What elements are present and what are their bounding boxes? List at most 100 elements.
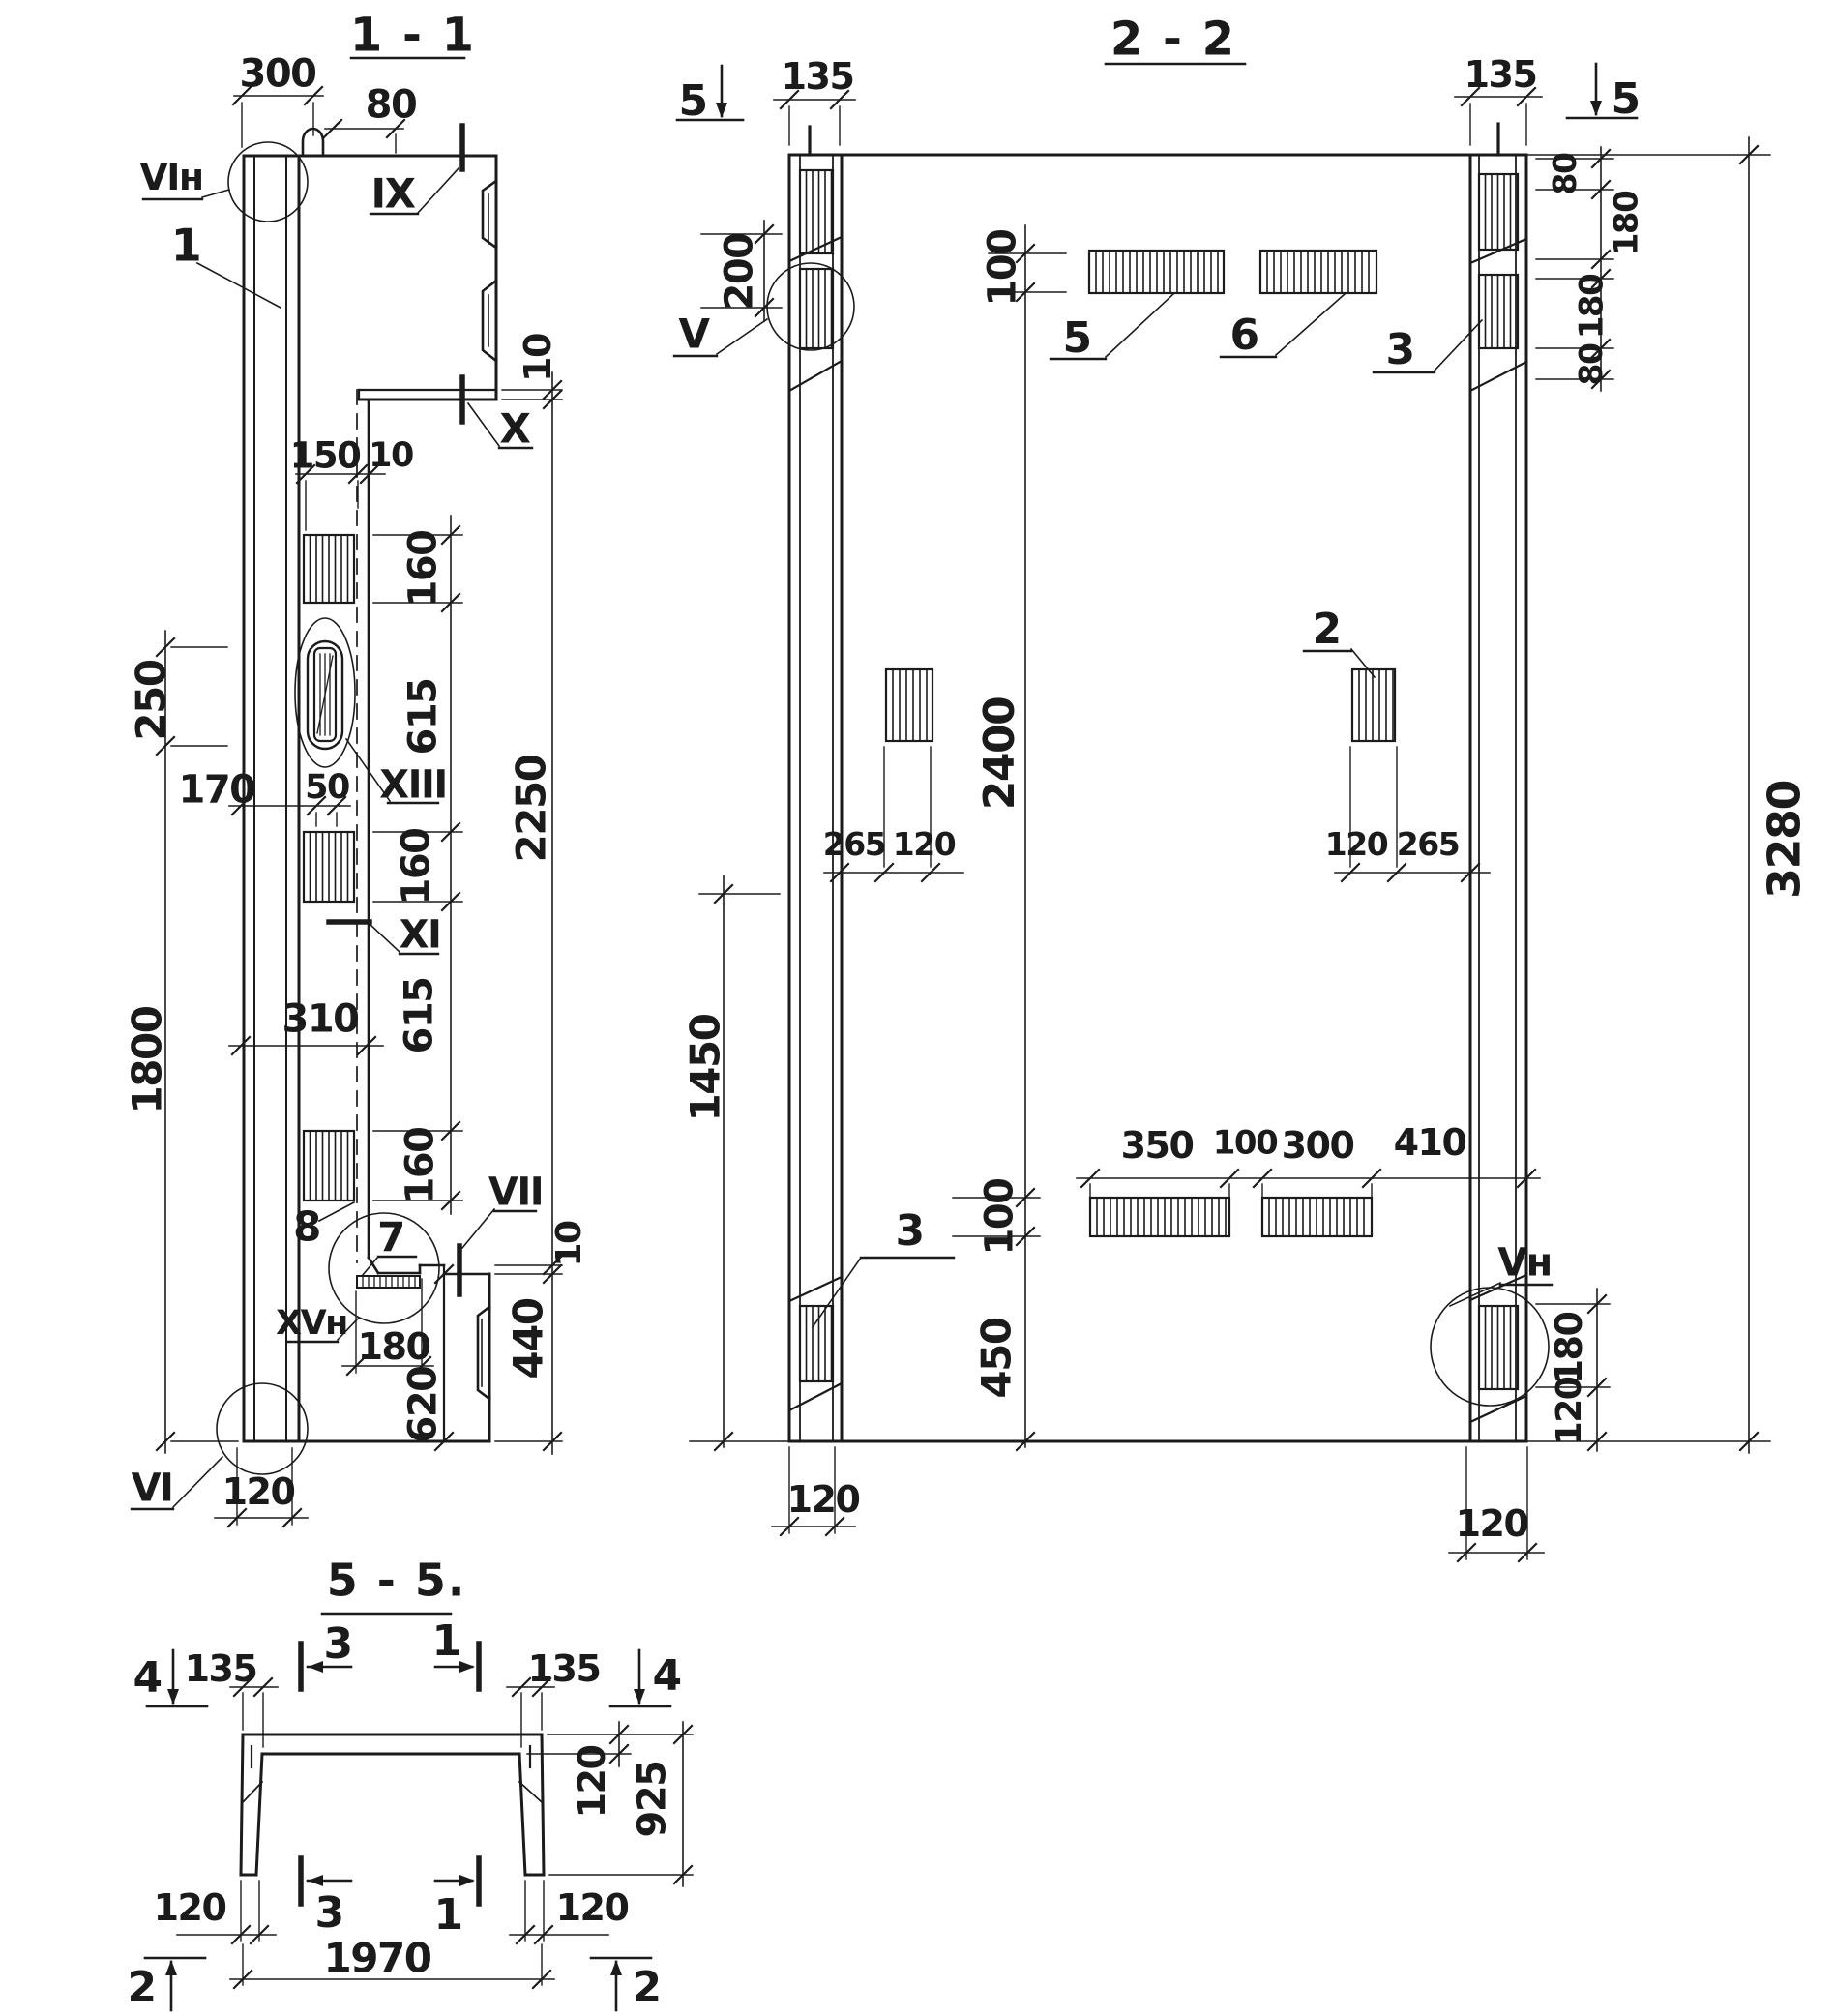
label-section-xiii: XIII	[379, 763, 447, 808]
rebar-bar-5	[1087, 249, 1226, 295]
label-section-xv-n: XVн	[276, 1304, 347, 1343]
section-mark-5-label: 5	[678, 76, 706, 126]
support-plate-7	[356, 1275, 421, 1289]
label-section-x: X	[500, 404, 531, 452]
dim-tick	[1219, 1168, 1240, 1189]
dim-10: 10	[549, 1221, 589, 1267]
post-anchor-hatch-outline	[798, 1304, 835, 1383]
dim-310: 310	[282, 997, 359, 1042]
section-mark-2-label: 2	[127, 1963, 155, 2012]
label-leader	[1448, 1281, 1502, 1308]
edge-notch	[481, 279, 498, 363]
dim-160: 160	[401, 531, 446, 608]
drawing-line	[254, 1752, 264, 1877]
dim-tick	[1460, 86, 1481, 107]
view-5-5-title: 5 - 5.	[327, 1555, 467, 1607]
label-leader	[201, 189, 230, 198]
rebar-bar-low-outline	[1088, 1196, 1231, 1238]
section-arrow-head	[634, 1689, 645, 1705]
section-arrow-head	[165, 1960, 177, 1975]
dim-tick	[347, 463, 369, 485]
dim-250: 250	[127, 660, 174, 740]
dim-tick	[1516, 86, 1537, 107]
dim-tick	[231, 85, 252, 106]
dim-180: 180	[1608, 191, 1646, 255]
section-mark-5-label: 5	[1611, 74, 1639, 124]
dim-tick	[1386, 862, 1407, 883]
dim-tick	[1361, 1168, 1382, 1189]
dim-tick	[829, 862, 850, 883]
dim-160: 160	[399, 1128, 443, 1204]
dim-80: 80	[1572, 343, 1610, 385]
label-leader	[317, 1201, 356, 1223]
dim-tick	[511, 1676, 532, 1698]
dim-135: 135	[1465, 53, 1537, 96]
label-pos-6: 6	[1229, 311, 1258, 360]
dim-615: 615	[401, 679, 446, 756]
post-diagonal	[787, 359, 844, 393]
dim-tick	[920, 862, 941, 883]
dim-925: 925	[631, 1762, 675, 1838]
dim-620: 620	[401, 1367, 446, 1443]
label-leader	[1104, 292, 1175, 359]
rebar-block-2	[1350, 667, 1397, 743]
section-mark-4-label: 4	[133, 1653, 161, 1703]
label-leader	[416, 166, 460, 215]
dim-2250: 2250	[507, 755, 554, 862]
section-mark-3-label: 3	[323, 1619, 351, 1669]
label-leader	[1274, 292, 1347, 357]
section-arrow-head	[308, 1875, 323, 1886]
post-anchor-hatch-outline	[798, 267, 835, 350]
dim-tick	[385, 118, 406, 139]
view-section-5-5: 5 - 5. 135 135 4 4 3 1 3 1 120 120 1970 …	[127, 1555, 694, 2012]
loop-insert	[312, 646, 338, 743]
dim-450: 450	[972, 1318, 1020, 1398]
dim-tick	[873, 862, 895, 883]
dim-1450: 1450	[681, 1014, 728, 1121]
dim-tick	[1460, 862, 1481, 883]
label-pos-1: 1	[171, 220, 201, 272]
section-arrow-head	[1590, 101, 1602, 116]
dim-200: 200	[718, 234, 762, 311]
post-diagonal	[1468, 360, 1528, 393]
label-leader	[466, 401, 501, 448]
dim-350: 350	[1121, 1124, 1194, 1167]
dim-180: 180	[1573, 274, 1612, 339]
label-pos-3: 3	[895, 1206, 923, 1256]
dim-tick	[322, 118, 343, 139]
dim-tick	[1252, 1168, 1273, 1189]
post-diagonal	[1468, 1394, 1528, 1424]
section-arrow-head	[459, 1661, 475, 1673]
dim-135: 135	[782, 55, 854, 98]
detail-circle-7	[328, 1212, 440, 1324]
label-pos-3: 3	[1385, 325, 1413, 374]
label-leader	[195, 261, 282, 310]
label-leader	[460, 1207, 496, 1250]
label-leader	[811, 1256, 863, 1329]
dim-300: 300	[240, 52, 316, 97]
label-leader	[715, 317, 769, 356]
drawing-line	[239, 1733, 245, 1877]
dim-tick	[1738, 1431, 1760, 1452]
dim-120: 120	[893, 825, 956, 863]
section-arrow-head	[716, 103, 727, 118]
section-arrow-head	[167, 1689, 179, 1705]
dim-100: 100	[1213, 1124, 1278, 1163]
edge-notch	[481, 179, 498, 250]
label-leader	[368, 922, 401, 954]
post-anchor-hatch	[798, 267, 835, 350]
dim-120: 120	[1550, 1377, 1589, 1445]
label-detail-v: V	[678, 310, 710, 357]
anchor-block	[302, 533, 356, 605]
post-diagonal	[787, 235, 844, 263]
section-arrow-head	[308, 1661, 323, 1673]
dim-160: 160	[395, 829, 439, 905]
dim-120: 120	[222, 1470, 295, 1513]
label-leader	[344, 737, 392, 803]
dim-135: 135	[528, 1647, 601, 1690]
post-anchor-hatch-outline	[798, 168, 835, 255]
section-mark-1-label: 1	[431, 1616, 459, 1666]
dim-120: 120	[1456, 1502, 1528, 1545]
label-pos-2: 2	[1312, 605, 1340, 654]
view-section-2-2: 2 - 2 5 5 135 1	[672, 12, 1811, 1563]
